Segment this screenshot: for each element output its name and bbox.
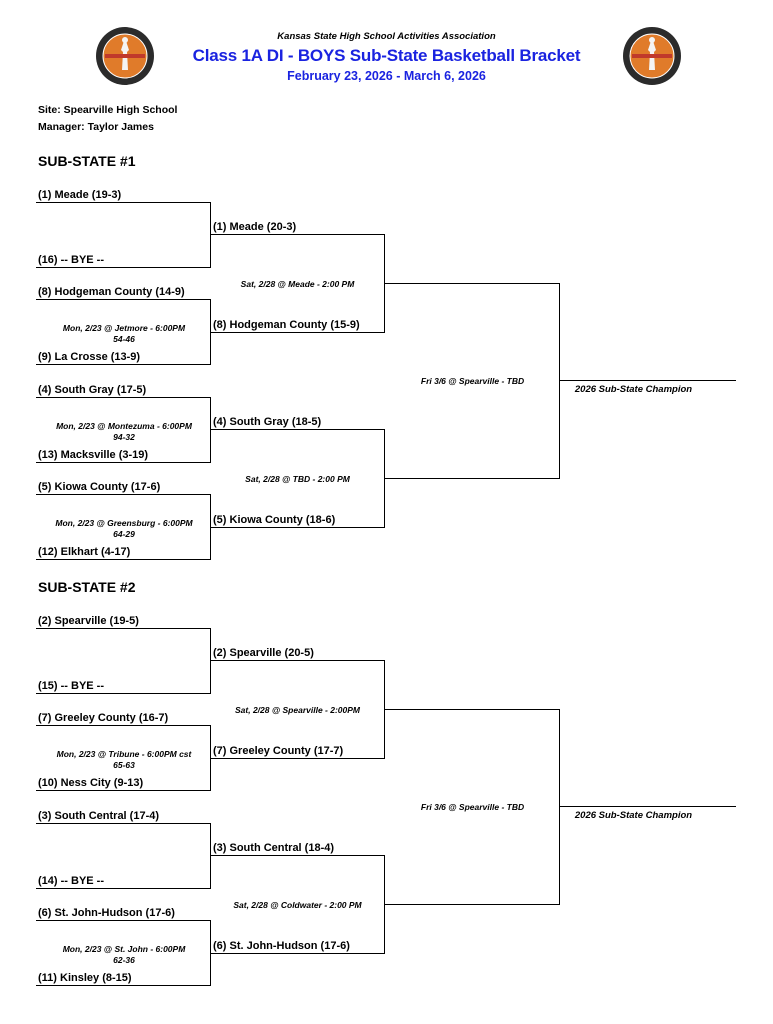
game-info: Mon, 2/23 @ Tribune - 6:00PM cst 65-63 xyxy=(38,749,210,771)
game-schedule: Mon, 2/23 @ Greensburg - 6:00PM xyxy=(55,518,193,528)
team-label: (11) Kinsley (8-15) xyxy=(38,972,132,984)
game-schedule: Sat, 2/28 @ Coldwater - 2:00 PM xyxy=(233,900,362,910)
bracket-line xyxy=(36,888,211,889)
bracket-line xyxy=(36,364,211,365)
bracket-line xyxy=(36,397,211,398)
game-info: Mon, 2/23 @ Greensburg - 6:00PM 64-29 xyxy=(38,518,210,540)
team-label: (2) Spearville (20-5) xyxy=(213,647,314,659)
team-label: (13) Macksville (3-19) xyxy=(38,449,149,461)
team-label: (1) Meade (20-3) xyxy=(213,221,297,233)
bracket-line xyxy=(210,234,385,235)
team-label: (2) Spearville (19-5) xyxy=(38,615,139,627)
game-score: 64-29 xyxy=(113,529,135,539)
game-info: Mon, 2/23 @ Montezuma - 6:00PM 94-32 xyxy=(38,421,210,443)
team-label: (15) -- BYE -- xyxy=(38,680,104,692)
page-title: Class 1A DI - BOYS Sub-State Basketball … xyxy=(192,46,581,65)
bracket-line xyxy=(210,494,211,559)
team-label: (7) Greeley County (17-7) xyxy=(213,745,344,757)
bracket-line xyxy=(384,904,560,905)
substate-2-heading: SUB-STATE #2 xyxy=(38,579,136,595)
champion-label: 2026 Sub-State Champion xyxy=(574,810,693,821)
bracket-line xyxy=(210,332,385,333)
game-schedule: Sat, 2/28 @ TBD - 2:00 PM xyxy=(245,474,350,484)
game-schedule: Sat, 2/28 @ Spearville - 2:00PM xyxy=(235,705,360,715)
substate-1-heading: SUB-STATE #1 xyxy=(38,153,136,169)
bracket-line xyxy=(210,429,385,430)
bracket-line xyxy=(36,823,211,824)
game-schedule: Sat, 2/28 @ Meade - 2:00 PM xyxy=(240,279,355,289)
champion-label: 2026 Sub-State Champion xyxy=(574,384,693,395)
khsaa-logo-left xyxy=(96,27,154,85)
bracket-line xyxy=(210,725,211,790)
team-label: (9) La Crosse (13-9) xyxy=(38,351,141,363)
game-info: Mon, 2/23 @ St. John - 6:00PM 62-36 xyxy=(38,944,210,966)
association-name: Kansas State High School Activities Asso… xyxy=(277,31,496,42)
team-label: (10) Ness City (9-13) xyxy=(38,777,144,789)
team-label: (12) Elkhart (4-17) xyxy=(38,546,131,558)
manager-label: Manager: Taylor James xyxy=(38,121,154,133)
game-schedule: Mon, 2/23 @ Tribune - 6:00PM cst xyxy=(56,749,192,759)
game-score: 94-32 xyxy=(113,432,135,442)
bracket-line xyxy=(36,299,211,300)
bracket-line xyxy=(36,693,211,694)
bracket-line xyxy=(384,283,560,284)
team-label: (1) Meade (19-3) xyxy=(38,189,122,201)
team-label: (16) -- BYE -- xyxy=(38,254,104,266)
team-label: (6) St. John-Hudson (17-6) xyxy=(213,940,350,952)
final-game-schedule: Fri 3/6 @ Spearville - TBD xyxy=(420,802,525,812)
bracket-line xyxy=(36,628,211,629)
team-label: (4) South Gray (18-5) xyxy=(213,416,322,428)
game-score: 54-46 xyxy=(113,334,135,344)
game-score: 65-63 xyxy=(113,760,135,770)
team-label: (3) South Central (18-4) xyxy=(213,842,335,854)
team-label: (14) -- BYE -- xyxy=(38,875,104,887)
bracket-line xyxy=(559,806,736,807)
site-label: Site: Spearville High School xyxy=(38,104,178,116)
team-label: (8) Hodgeman County (14-9) xyxy=(38,286,185,298)
bracket-line xyxy=(36,494,211,495)
game-schedule: Mon, 2/23 @ St. John - 6:00PM xyxy=(62,944,186,954)
bracket-line xyxy=(36,202,211,203)
bracket-line xyxy=(210,758,385,759)
team-label: (3) South Central (17-4) xyxy=(38,810,160,822)
bracket-line xyxy=(210,660,385,661)
team-label: (5) Kiowa County (17-6) xyxy=(38,481,161,493)
team-label: (4) South Gray (17-5) xyxy=(38,384,147,396)
game-schedule: Mon, 2/23 @ Montezuma - 6:00PM xyxy=(56,421,192,431)
bracket-line xyxy=(210,953,385,954)
team-label: (7) Greeley County (16-7) xyxy=(38,712,169,724)
bracket-line xyxy=(36,267,211,268)
bracket-line xyxy=(36,725,211,726)
bracket-line xyxy=(384,709,560,710)
khsaa-logo-right xyxy=(623,27,681,85)
bracket-line xyxy=(36,920,211,921)
bracket-line xyxy=(210,299,211,364)
game-score: 62-36 xyxy=(113,955,135,965)
bracket-line xyxy=(384,478,560,479)
game-info: Mon, 2/23 @ Jetmore - 6:00PM 54-46 xyxy=(38,323,210,345)
final-game-schedule: Fri 3/6 @ Spearville - TBD xyxy=(420,376,525,386)
team-label: (6) St. John-Hudson (17-6) xyxy=(38,907,175,919)
bracket-line xyxy=(559,380,736,381)
bracket-line xyxy=(210,527,385,528)
team-label: (8) Hodgeman County (15-9) xyxy=(213,319,360,331)
bracket-line xyxy=(36,462,211,463)
game-schedule: Mon, 2/23 @ Jetmore - 6:00PM xyxy=(62,323,186,333)
bracket-line xyxy=(210,855,385,856)
team-label: (5) Kiowa County (18-6) xyxy=(213,514,336,526)
bracket-line xyxy=(210,920,211,985)
date-range: February 23, 2026 - March 6, 2026 xyxy=(287,69,486,83)
bracket-line xyxy=(36,985,211,986)
bracket-line xyxy=(36,559,211,560)
bracket-line xyxy=(36,790,211,791)
